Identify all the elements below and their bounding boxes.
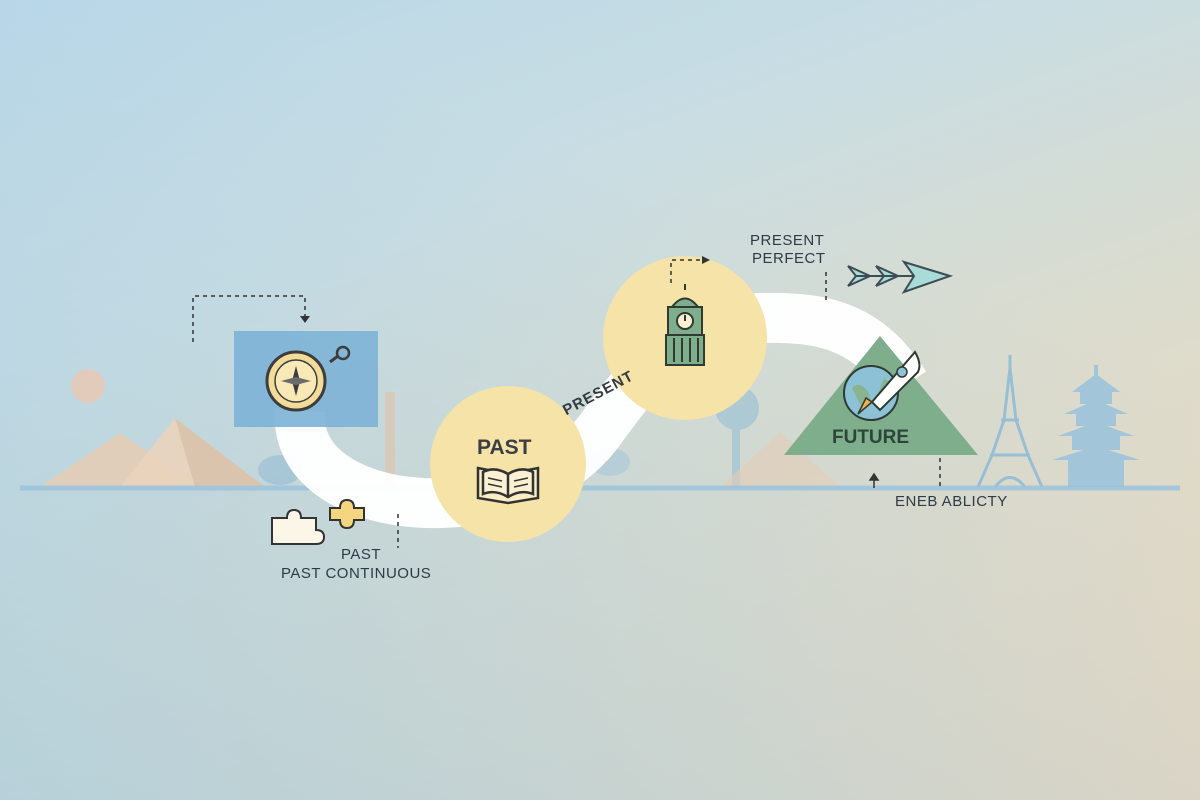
past-node <box>430 386 586 542</box>
rocket-globe-icon <box>843 350 921 421</box>
present-perfect-line2: PERFECT <box>752 250 826 267</box>
background-pyramid <box>720 432 840 487</box>
open-book-icon <box>476 466 540 505</box>
past-label: PAST <box>341 546 382 563</box>
sun-icon <box>71 369 105 403</box>
arrow-right-small-icon <box>702 256 710 264</box>
eiffel-tower-icon <box>976 355 1044 488</box>
future-ability-label: ENEB ABLICTY <box>895 493 1008 510</box>
past-continuous-label: PAST CONTINUOUS <box>281 565 432 582</box>
puzzle-icon <box>271 498 365 545</box>
dashed-connector-start <box>192 295 306 342</box>
compass-icon <box>265 345 351 412</box>
present-perfect-line1: PRESENT <box>750 232 825 249</box>
arrow-down-icon <box>300 316 310 323</box>
pagoda-icon <box>1052 365 1140 487</box>
obelisk-icon <box>385 392 395 487</box>
past-node-title: PAST <box>477 436 532 459</box>
arrow-up-icon <box>868 472 880 488</box>
dashed-connector-present <box>670 259 702 283</box>
pyramids-icon <box>40 418 265 487</box>
clock-tower-icon <box>665 284 705 366</box>
arrow-right-icon <box>847 260 954 294</box>
future-node-title: FUTURE <box>832 427 910 448</box>
